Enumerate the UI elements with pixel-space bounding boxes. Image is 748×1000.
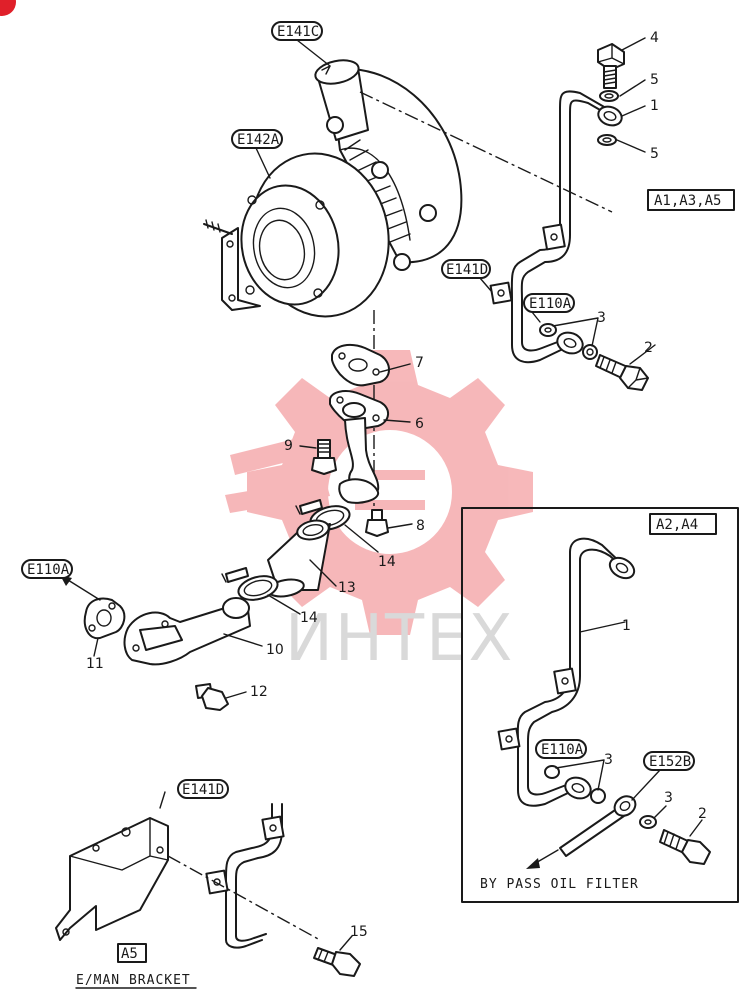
ref-e141d-top: E141D	[446, 262, 488, 278]
ref-e141d-bottom: E141D	[182, 782, 224, 798]
eman-bracket	[55, 791, 169, 941]
washer-5-upper	[599, 90, 619, 102]
inset-frame	[461, 507, 739, 903]
oil-pipe-bracket	[205, 803, 285, 949]
ref-e142a: E142A	[237, 132, 280, 148]
turbocharger	[203, 59, 463, 318]
centerline-bracket	[167, 855, 321, 941]
bolt-2-inset	[659, 819, 711, 865]
part-10: 10	[266, 642, 284, 658]
clamp-14-lower	[221, 567, 301, 615]
part-15: 15	[350, 924, 368, 940]
reference-leaders	[255, 39, 541, 323]
part-2-main: 2	[644, 340, 653, 356]
leader-3-bypass	[653, 805, 667, 819]
oil-feed-pipe-inset	[497, 537, 636, 807]
part-5-upper: 5	[650, 72, 659, 88]
part-2-inset: 2	[698, 806, 707, 822]
washer-3-bypass	[639, 815, 657, 829]
part-1-inset: 1	[622, 618, 631, 634]
drain-pipe-6	[329, 390, 411, 504]
ref-e152b: E152B	[649, 754, 691, 770]
ref-e110a-inset: E110A	[541, 742, 584, 758]
bolt-4	[597, 43, 625, 89]
variant-inset: A2,A4	[656, 517, 698, 533]
oil-feed-pipe-top	[489, 90, 623, 364]
part-12: 12	[250, 684, 268, 700]
bypass-fitting	[526, 769, 661, 869]
pipe-10	[123, 597, 263, 666]
washer-3-b	[582, 344, 598, 360]
part-4: 4	[650, 30, 659, 46]
part-11: 11	[86, 656, 104, 672]
part-8: 8	[416, 518, 425, 534]
gasket-7	[331, 343, 411, 387]
variant-labels: A1,A3,A5 A2,A4 A5	[117, 189, 735, 963]
part-3-bypass: 3	[664, 790, 673, 806]
ref-e110a-top: E110A	[529, 296, 572, 312]
part-number-labels: 4 5 1 5 3 2 7 6 9 8 14 13 14 10 11 12 1 …	[86, 30, 707, 940]
caption-bypass: BY PASS OIL FILTER	[480, 877, 639, 892]
part-7: 7	[415, 355, 424, 371]
part-6: 6	[415, 416, 424, 432]
part-5-lower: 5	[650, 146, 659, 162]
washer-3-inset-b	[590, 788, 606, 804]
part-14-upper: 14	[378, 554, 396, 570]
watermark-text: ИНТЕХ	[285, 602, 514, 676]
part-14-lower: 14	[300, 610, 318, 626]
bolt-12	[195, 683, 247, 711]
variant-main: A1,A3,A5	[654, 193, 721, 209]
part-9: 9	[284, 438, 293, 454]
bolt-8	[365, 509, 413, 537]
bolt-9	[299, 439, 337, 475]
captions: BY PASS OIL FILTER E/MAN BRACKET	[75, 877, 639, 989]
part-3-inset: 3	[604, 752, 613, 768]
bolt-2-top	[595, 344, 656, 391]
leaders-top-right	[616, 37, 646, 153]
bolt-15	[313, 935, 361, 977]
ref-e110a-left: E110A	[27, 562, 70, 578]
leader-3-inset	[555, 759, 605, 791]
caption-bracket: E/MAN BRACKET	[76, 973, 191, 988]
washer-3-inset-a	[544, 765, 560, 779]
variant-bracket: A5	[121, 946, 138, 962]
leader-3-top	[552, 317, 599, 347]
corner-marker	[0, 0, 16, 16]
reference-labels: E141C E142A E141D E110A E110A E110A E152…	[21, 21, 695, 799]
gasket-11	[83, 597, 126, 657]
washer-5-lower	[597, 134, 617, 146]
variant-box-inset	[649, 513, 717, 535]
part-1-main: 1	[650, 98, 659, 114]
part-3-main: 3	[597, 310, 606, 326]
hose-13	[267, 519, 337, 598]
washer-3-a	[539, 323, 557, 337]
part-13: 13	[338, 580, 356, 596]
ref-e141c: E141C	[277, 24, 319, 40]
arrow-e110a-left	[67, 579, 101, 601]
